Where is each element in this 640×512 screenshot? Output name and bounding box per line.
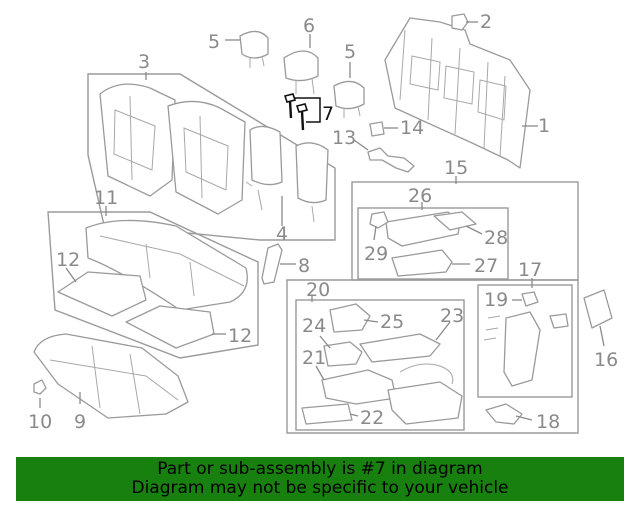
clip-part (451, 13, 469, 31)
leader-28 (465, 225, 483, 235)
seat-heater-part-right (125, 305, 215, 349)
callout-6: 6 (303, 15, 315, 37)
seatback-group-outline (87, 73, 336, 241)
leader-18 (515, 415, 533, 421)
bolt-part-7 (283, 93, 309, 131)
hook-part (367, 147, 415, 173)
callout-22: 22 (360, 407, 384, 429)
armrest-base-part-27 (391, 249, 453, 277)
callout-21: 21 (302, 347, 326, 369)
headrest-center-part (283, 50, 319, 95)
armrest-panel-part-28 (433, 211, 477, 231)
tray-part-23 (359, 333, 441, 363)
callout-1: 1 (538, 115, 550, 137)
callout-13: 13 (332, 127, 356, 149)
callout-10: 10 (28, 411, 52, 433)
group-20-outline (295, 299, 465, 431)
info-banner: Part or sub-assembly is #7 in diagram Di… (16, 457, 624, 501)
callout-14: 14 (400, 117, 424, 139)
callout-16: 16 (594, 349, 618, 371)
callout-2: 2 (480, 11, 492, 33)
seatback-pad-part (245, 125, 329, 223)
leader-23 (435, 321, 451, 341)
callout-28: 28 (484, 227, 508, 249)
group-15-lower-outline (286, 279, 579, 434)
callout-19: 19 (484, 289, 508, 311)
wire-part (399, 363, 454, 385)
leader-12a (65, 267, 77, 283)
bracket-part-14 (369, 121, 385, 137)
callout-4: 4 (276, 223, 288, 245)
callout-3: 3 (138, 51, 150, 73)
callout-7: 7 (322, 103, 334, 125)
armrest-frame-part-21 (321, 369, 397, 405)
bezel-part-16 (583, 289, 613, 329)
panel-part-24 (323, 341, 363, 367)
callout-12a: 12 (56, 249, 80, 271)
leader-16 (599, 325, 605, 347)
leader-24 (319, 335, 331, 349)
seat-cushion-part (85, 219, 248, 311)
callout-15: 15 (444, 157, 468, 179)
banner-line-2: Diagram may not be specific to your vehi… (131, 478, 509, 498)
seatback-frame-part (384, 17, 531, 169)
screws-part (483, 315, 501, 341)
callout-12b: 12 (228, 325, 252, 347)
callout-27: 27 (474, 255, 498, 277)
callout-20: 20 (306, 279, 330, 301)
clip-part-17b (549, 313, 569, 329)
callout-29: 29 (364, 243, 388, 265)
clip-part-29 (369, 211, 389, 229)
lower-cushion-part (33, 333, 189, 419)
callout-23: 23 (440, 305, 464, 327)
leader-22 (349, 413, 359, 417)
seatback-assembly-part (99, 83, 246, 215)
callout-5a: 5 (208, 31, 220, 53)
group-17-outline (477, 284, 573, 398)
leader-13 (353, 139, 369, 151)
seat-heater-part-left (57, 271, 147, 317)
headrest-right-part (333, 80, 365, 118)
leader-7 (294, 97, 321, 123)
bracket-part-17 (503, 311, 541, 387)
leader-25 (363, 319, 379, 323)
cushion-pad-part (387, 381, 463, 425)
handle-part-18 (485, 403, 523, 425)
callout-25: 25 (380, 311, 404, 333)
hinge-cover-part (261, 243, 283, 285)
headrest-left-part (239, 30, 269, 68)
callout-18: 18 (536, 411, 560, 433)
fastener-part-10 (33, 379, 47, 395)
callout-26: 26 (408, 185, 432, 207)
group-26-outline (357, 207, 509, 280)
latch-part-19 (521, 291, 539, 307)
callout-5b: 5 (344, 41, 356, 63)
group-15-outline (351, 181, 579, 281)
callout-11: 11 (94, 187, 118, 209)
callout-24: 24 (302, 315, 326, 337)
base-part-22 (301, 403, 353, 425)
leader-29 (373, 225, 377, 241)
callout-17: 17 (518, 259, 542, 281)
callout-9: 9 (74, 411, 86, 433)
callout-8: 8 (298, 255, 310, 277)
leader-21 (315, 365, 325, 381)
cupholder-part-25 (329, 303, 371, 333)
banner-line-1: Part or sub-assembly is #7 in diagram (157, 459, 483, 479)
cushion-group-outline (47, 211, 259, 359)
